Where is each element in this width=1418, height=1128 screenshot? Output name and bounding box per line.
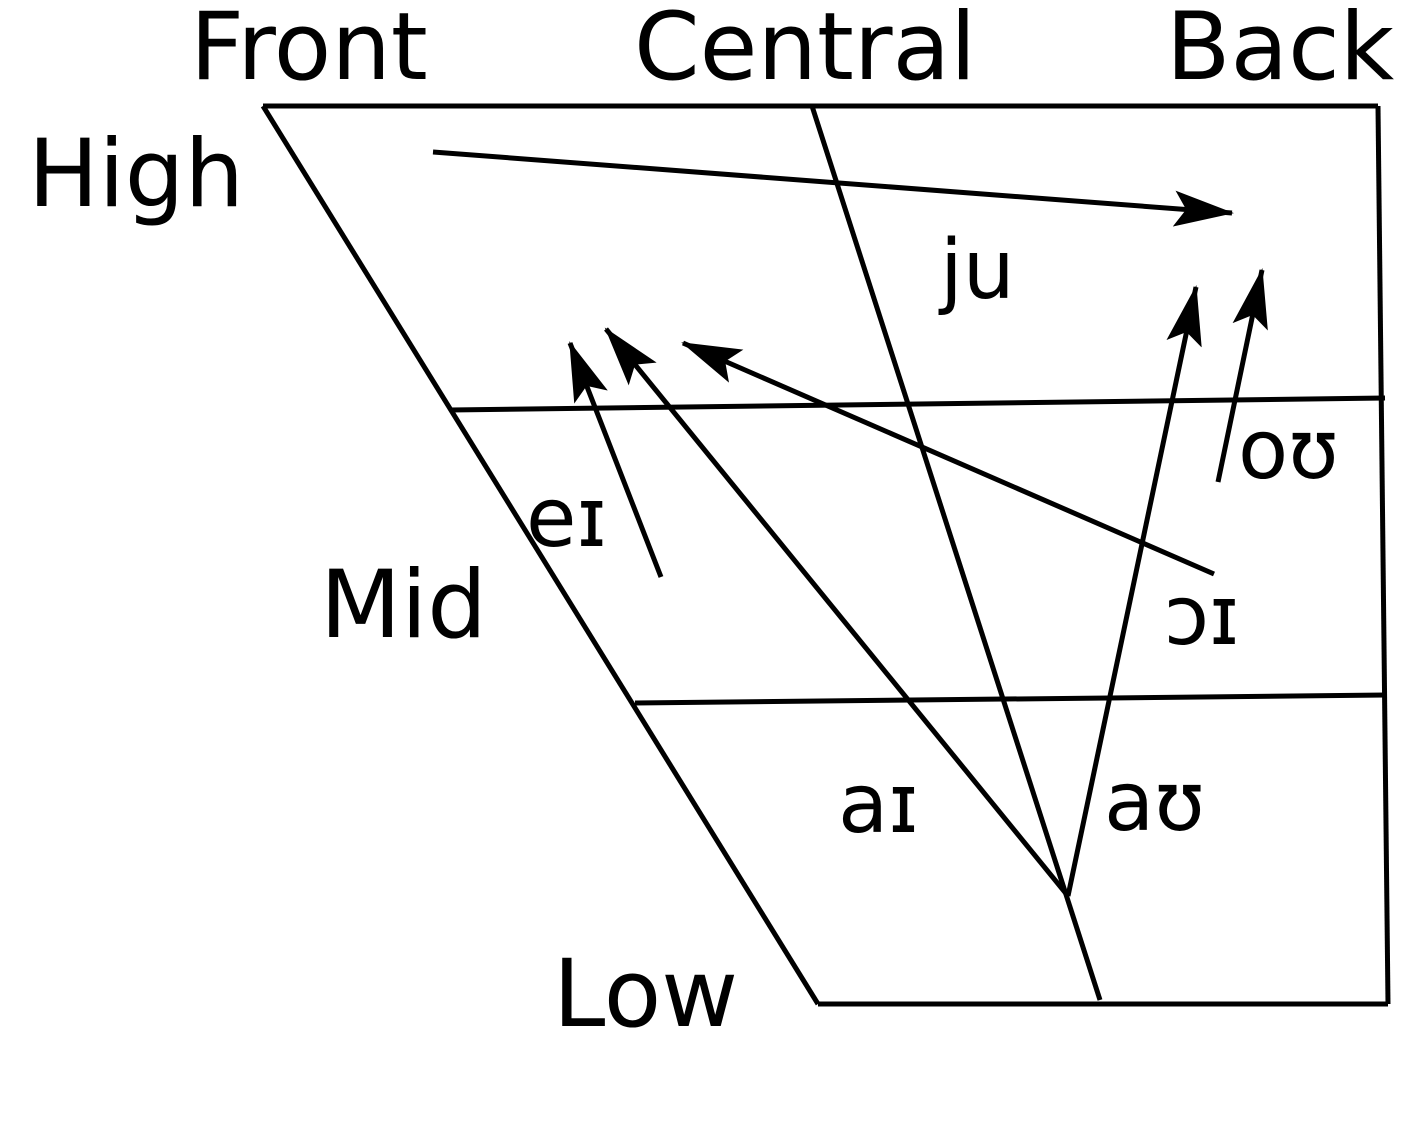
high-mid-divider bbox=[449, 395, 1386, 413]
high-label: High bbox=[28, 120, 244, 229]
ai-label: aɪ bbox=[838, 757, 919, 852]
ju-arrow bbox=[432, 149, 1234, 227]
oi-label: ɔɪ bbox=[1164, 569, 1240, 664]
front-edge-line bbox=[260, 104, 821, 1006]
low-label: Low bbox=[553, 940, 738, 1049]
au-arrow bbox=[1065, 285, 1202, 897]
mid-low-divider bbox=[634, 692, 1387, 706]
diphthong-arrows bbox=[432, 149, 1268, 898]
ou-arrow bbox=[1215, 268, 1268, 483]
front-label: Front bbox=[190, 0, 428, 102]
vowel-trapezoid bbox=[260, 103, 1391, 1007]
ei-label: eɪ bbox=[526, 471, 607, 566]
au-label: aʊ bbox=[1104, 755, 1205, 850]
ai-arrow bbox=[604, 327, 1070, 898]
ei-arrow bbox=[567, 341, 664, 578]
oi-arrow bbox=[681, 340, 1215, 577]
mid-label: Mid bbox=[320, 551, 487, 660]
ou-label: oʊ bbox=[1238, 403, 1339, 498]
central-label: Central bbox=[634, 0, 976, 102]
back-edge-line bbox=[1375, 105, 1391, 1005]
back-label: Back bbox=[1166, 0, 1395, 102]
central-line bbox=[809, 105, 1103, 1001]
ju-label: ju bbox=[938, 223, 1015, 318]
